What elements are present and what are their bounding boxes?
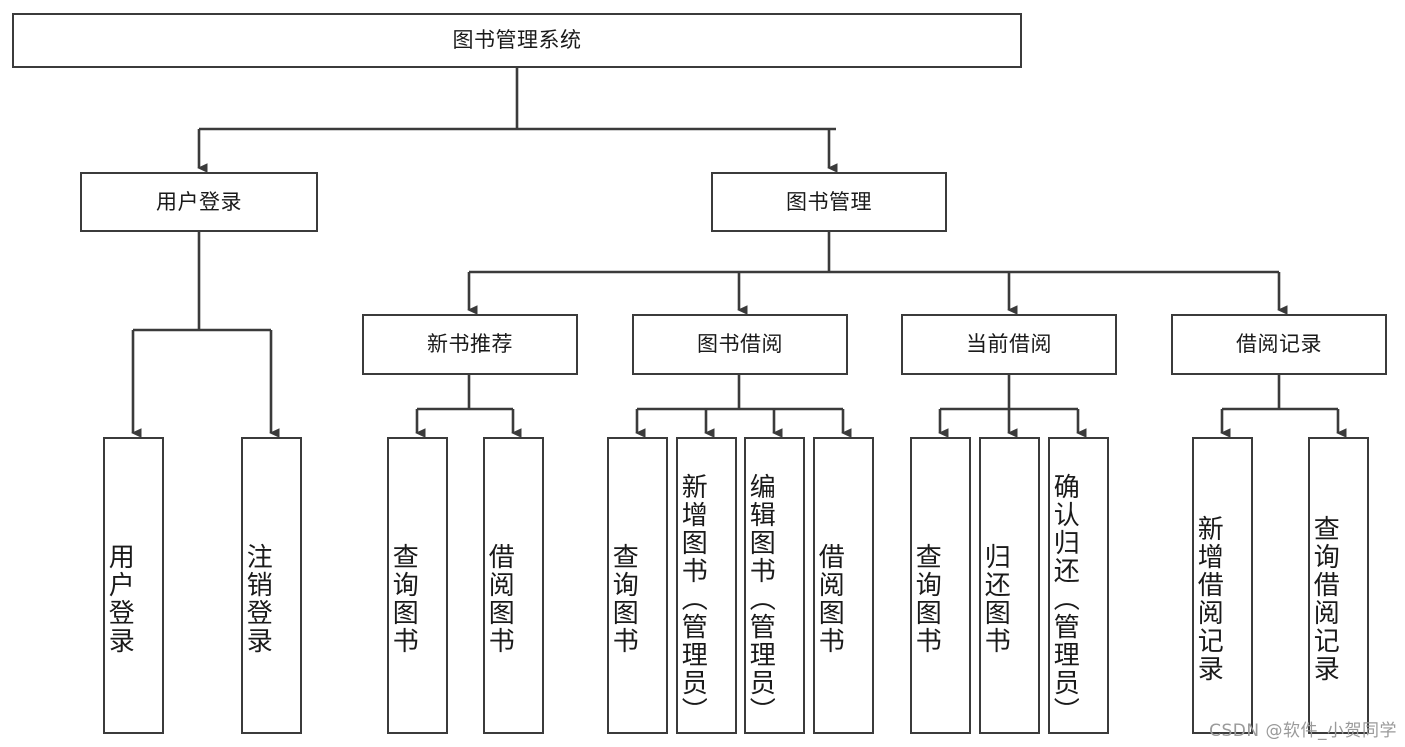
node-label: 编辑图书（管理员） (745, 472, 776, 725)
node-label: 新增借阅记录 (1193, 514, 1224, 683)
node-user-login[interactable]: 用户登录 (80, 172, 318, 232)
leaf-book-borrow-add-book-admin[interactable]: 新增图书（管理员） (676, 437, 737, 734)
node-label: 新增图书（管理员） (677, 472, 708, 725)
node-label: 新书推荐 (427, 332, 513, 357)
node-label: 注销登录 (242, 542, 273, 655)
node-label: 查询图书 (911, 542, 942, 655)
node-label: 图书管理 (786, 189, 872, 214)
node-new-book-recommend[interactable]: 新书推荐 (362, 314, 578, 375)
leaf-borrow-record-query-record[interactable]: 查询借阅记录 (1308, 437, 1369, 734)
leaf-new-book-borrow-book[interactable]: 借阅图书 (483, 437, 544, 734)
node-label: 归还图书 (980, 542, 1011, 655)
node-label: 查询图书 (388, 542, 419, 655)
node-label: 借阅记录 (1236, 332, 1322, 357)
leaf-current-borrow-confirm-return-admin[interactable]: 确认归还（管理员） (1048, 437, 1109, 734)
leaf-current-borrow-query-book[interactable]: 查询图书 (910, 437, 971, 734)
node-label: 用户登录 (104, 542, 135, 655)
node-borrow-record[interactable]: 借阅记录 (1171, 314, 1387, 375)
watermark-csdn: CSDN @软件_小贺同学 (1209, 721, 1397, 741)
node-book-management[interactable]: 图书管理 (711, 172, 947, 232)
leaf-book-borrow-query-book[interactable]: 查询图书 (607, 437, 668, 734)
node-current-borrow[interactable]: 当前借阅 (901, 314, 1117, 375)
node-label: 当前借阅 (966, 332, 1052, 357)
node-label: 确认归还（管理员） (1049, 472, 1080, 725)
node-label: 图书管理系统 (452, 28, 582, 53)
leaf-new-book-query-book[interactable]: 查询图书 (387, 437, 448, 734)
leaf-user-login-logout[interactable]: 注销登录 (241, 437, 302, 734)
node-book-borrow[interactable]: 图书借阅 (632, 314, 848, 375)
node-label: 查询图书 (608, 542, 639, 655)
leaf-borrow-record-add-record[interactable]: 新增借阅记录 (1192, 437, 1253, 734)
leaf-book-borrow-edit-book-admin[interactable]: 编辑图书（管理员） (744, 437, 805, 734)
node-label: 借阅图书 (814, 542, 845, 655)
node-label: 用户登录 (156, 189, 242, 214)
node-label: 图书借阅 (697, 332, 783, 357)
node-root-system[interactable]: 图书管理系统 (12, 13, 1022, 68)
node-label: 借阅图书 (484, 542, 515, 655)
node-label: 查询借阅记录 (1309, 514, 1340, 683)
leaf-user-login-login[interactable]: 用户登录 (103, 437, 164, 734)
leaf-current-borrow-return-book[interactable]: 归还图书 (979, 437, 1040, 734)
leaf-book-borrow-borrow-book[interactable]: 借阅图书 (813, 437, 874, 734)
